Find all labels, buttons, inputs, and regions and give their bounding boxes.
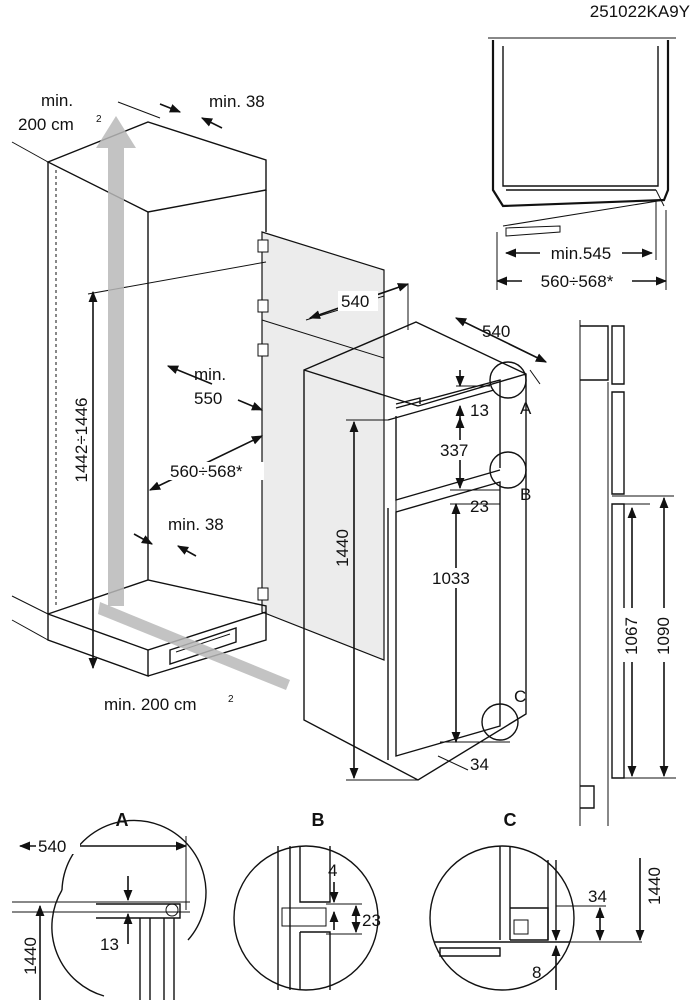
niche-width-range: 560÷568* — [170, 462, 243, 481]
vent-top-sup: 2 — [96, 114, 102, 125]
top-clearance: min. 38 — [209, 92, 265, 111]
detail-b-gap-small: 4 — [328, 861, 337, 880]
niche-height-range: 1442÷1446 — [72, 398, 91, 483]
marker-b: B — [520, 485, 531, 504]
niche-cabinet: 1442÷1446 min. 38 min. 200 cm 2 min. 550… — [11, 91, 385, 714]
product-code: 251022KA9Y — [590, 2, 690, 21]
detail-a: A 540 13 1440 — [12, 810, 207, 1000]
side-section: 1067 1090 — [579, 320, 676, 826]
appliance-width: 540 — [482, 322, 510, 341]
detail-a-height: 1440 — [21, 937, 40, 975]
dim-1067: 1067 — [622, 617, 641, 655]
dim-1090: 1090 — [654, 617, 673, 655]
top-view-detail: min.545 560÷568* — [488, 37, 676, 291]
appliance-depth: 540 — [341, 292, 369, 311]
top-view-min-width: min.545 — [551, 244, 611, 263]
detail-c-height: 1440 — [645, 867, 664, 905]
dim-337: 337 — [440, 441, 468, 460]
top-view-width-range: 560÷568* — [541, 272, 614, 291]
bottom-clearance: min. 38 — [168, 515, 224, 534]
detail-c: C 34 8 1440 — [429, 810, 664, 991]
detail-c-gap: 34 — [588, 887, 607, 906]
dim-23: 23 — [470, 497, 489, 516]
vent-top-prefix: min. — [41, 91, 73, 110]
appliance-height: 1440 — [333, 529, 352, 567]
dim-34: 34 — [470, 755, 489, 774]
detail-b-gap-large: 23 — [362, 911, 381, 930]
detail-a-gap: 13 — [100, 935, 119, 954]
detail-c-title: C — [504, 810, 517, 830]
depth-min-label: min. — [194, 365, 226, 384]
dim-13: 13 — [470, 401, 489, 420]
detail-b: B 4 23 — [233, 810, 381, 991]
vent-bottom-sup: 2 — [228, 694, 234, 705]
appliance: 540 540 1440 13 337 23 1033 34 — [303, 283, 548, 781]
detail-a-depth: 540 — [38, 837, 66, 856]
vent-bottom-label: min. 200 cm — [104, 695, 197, 714]
detail-a-title: A — [116, 810, 129, 830]
marker-a: A — [520, 399, 532, 418]
detail-b-title: B — [312, 810, 325, 830]
vent-top-value: 200 cm — [18, 115, 74, 134]
detail-c-offset: 8 — [532, 963, 541, 982]
depth-min-value: 550 — [194, 389, 222, 408]
dim-1033: 1033 — [432, 569, 470, 588]
marker-c: C — [514, 687, 526, 706]
